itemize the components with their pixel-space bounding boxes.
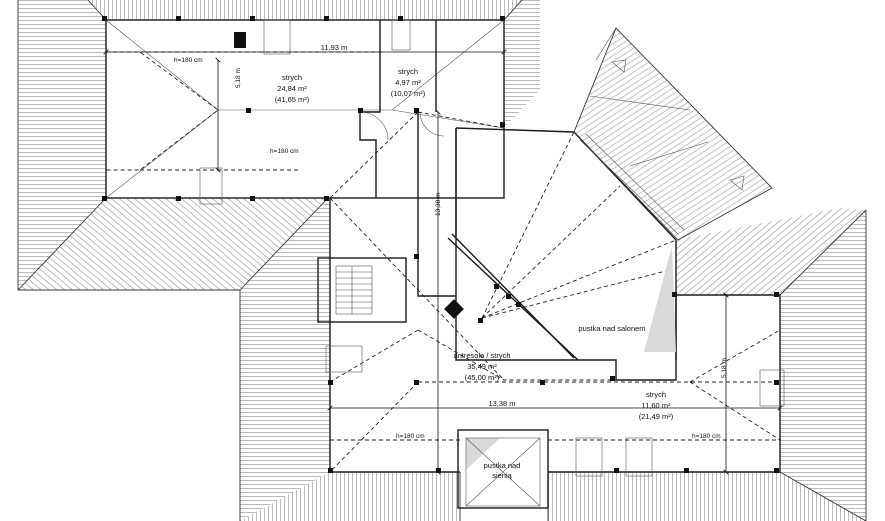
room-name-strych-b: strych — [398, 67, 418, 76]
dimension-right-height: 5,18 m — [721, 358, 728, 378]
structural-posts — [102, 16, 779, 473]
storage-partition — [359, 20, 445, 198]
room-name-antresola: antresola / strych — [453, 351, 510, 360]
dimension-top-width: 11,93 m — [321, 43, 348, 52]
room-area-total-strych-b: (10,07 m²) — [391, 89, 426, 98]
room-name-strych-a: strych — [282, 73, 302, 82]
room-name-sien-void-line2: sienią — [492, 471, 512, 480]
room-area-total-antresola: (45,00 m²) — [465, 373, 500, 382]
height-label-top-left: h=180 cm — [174, 57, 203, 64]
room-area-strych-c: 11,60 m² — [641, 401, 671, 410]
dimension-lines — [106, 52, 780, 472]
stairs — [317, 257, 407, 323]
chimney-icon — [234, 32, 246, 48]
roof-outline — [17, 0, 867, 521]
chimney-icon — [444, 299, 464, 319]
room-name-strych-c: strych — [646, 390, 666, 399]
dimension-left-height: 5,18 m — [235, 68, 242, 88]
height-label-top-mid: h=180 cm — [270, 148, 299, 155]
room-area-total-strych-a: (41,65 m²) — [275, 95, 310, 104]
height-label-bottom-left: h=180 cm — [396, 433, 425, 440]
height-label-bottom-right: h=180 cm — [692, 433, 721, 440]
dimension-center-height: 13,38 m — [435, 193, 442, 217]
salon-void — [447, 27, 773, 361]
roof-hatching — [18, 0, 866, 521]
bottom-details — [325, 345, 785, 509]
dimension-bottom-width: 13,38 m — [488, 399, 515, 408]
central-space — [329, 111, 781, 473]
room-area-antresola: 35,49 m² — [467, 362, 497, 371]
room-area-strych-b: 4,97 m² — [395, 78, 421, 87]
room-area-total-strych-c: (21,49 m²) — [639, 412, 674, 421]
room-name-sien-void-line1: pustka nad — [484, 461, 521, 470]
top-attic-room — [105, 19, 505, 205]
labels: h=180 cm 11,93 m 5,18 m h=180 cm strych … — [174, 43, 728, 480]
room-area-strych-a: 24,84 m² — [277, 84, 307, 93]
room-name-salon-void: pustka nad salonem — [578, 324, 645, 333]
